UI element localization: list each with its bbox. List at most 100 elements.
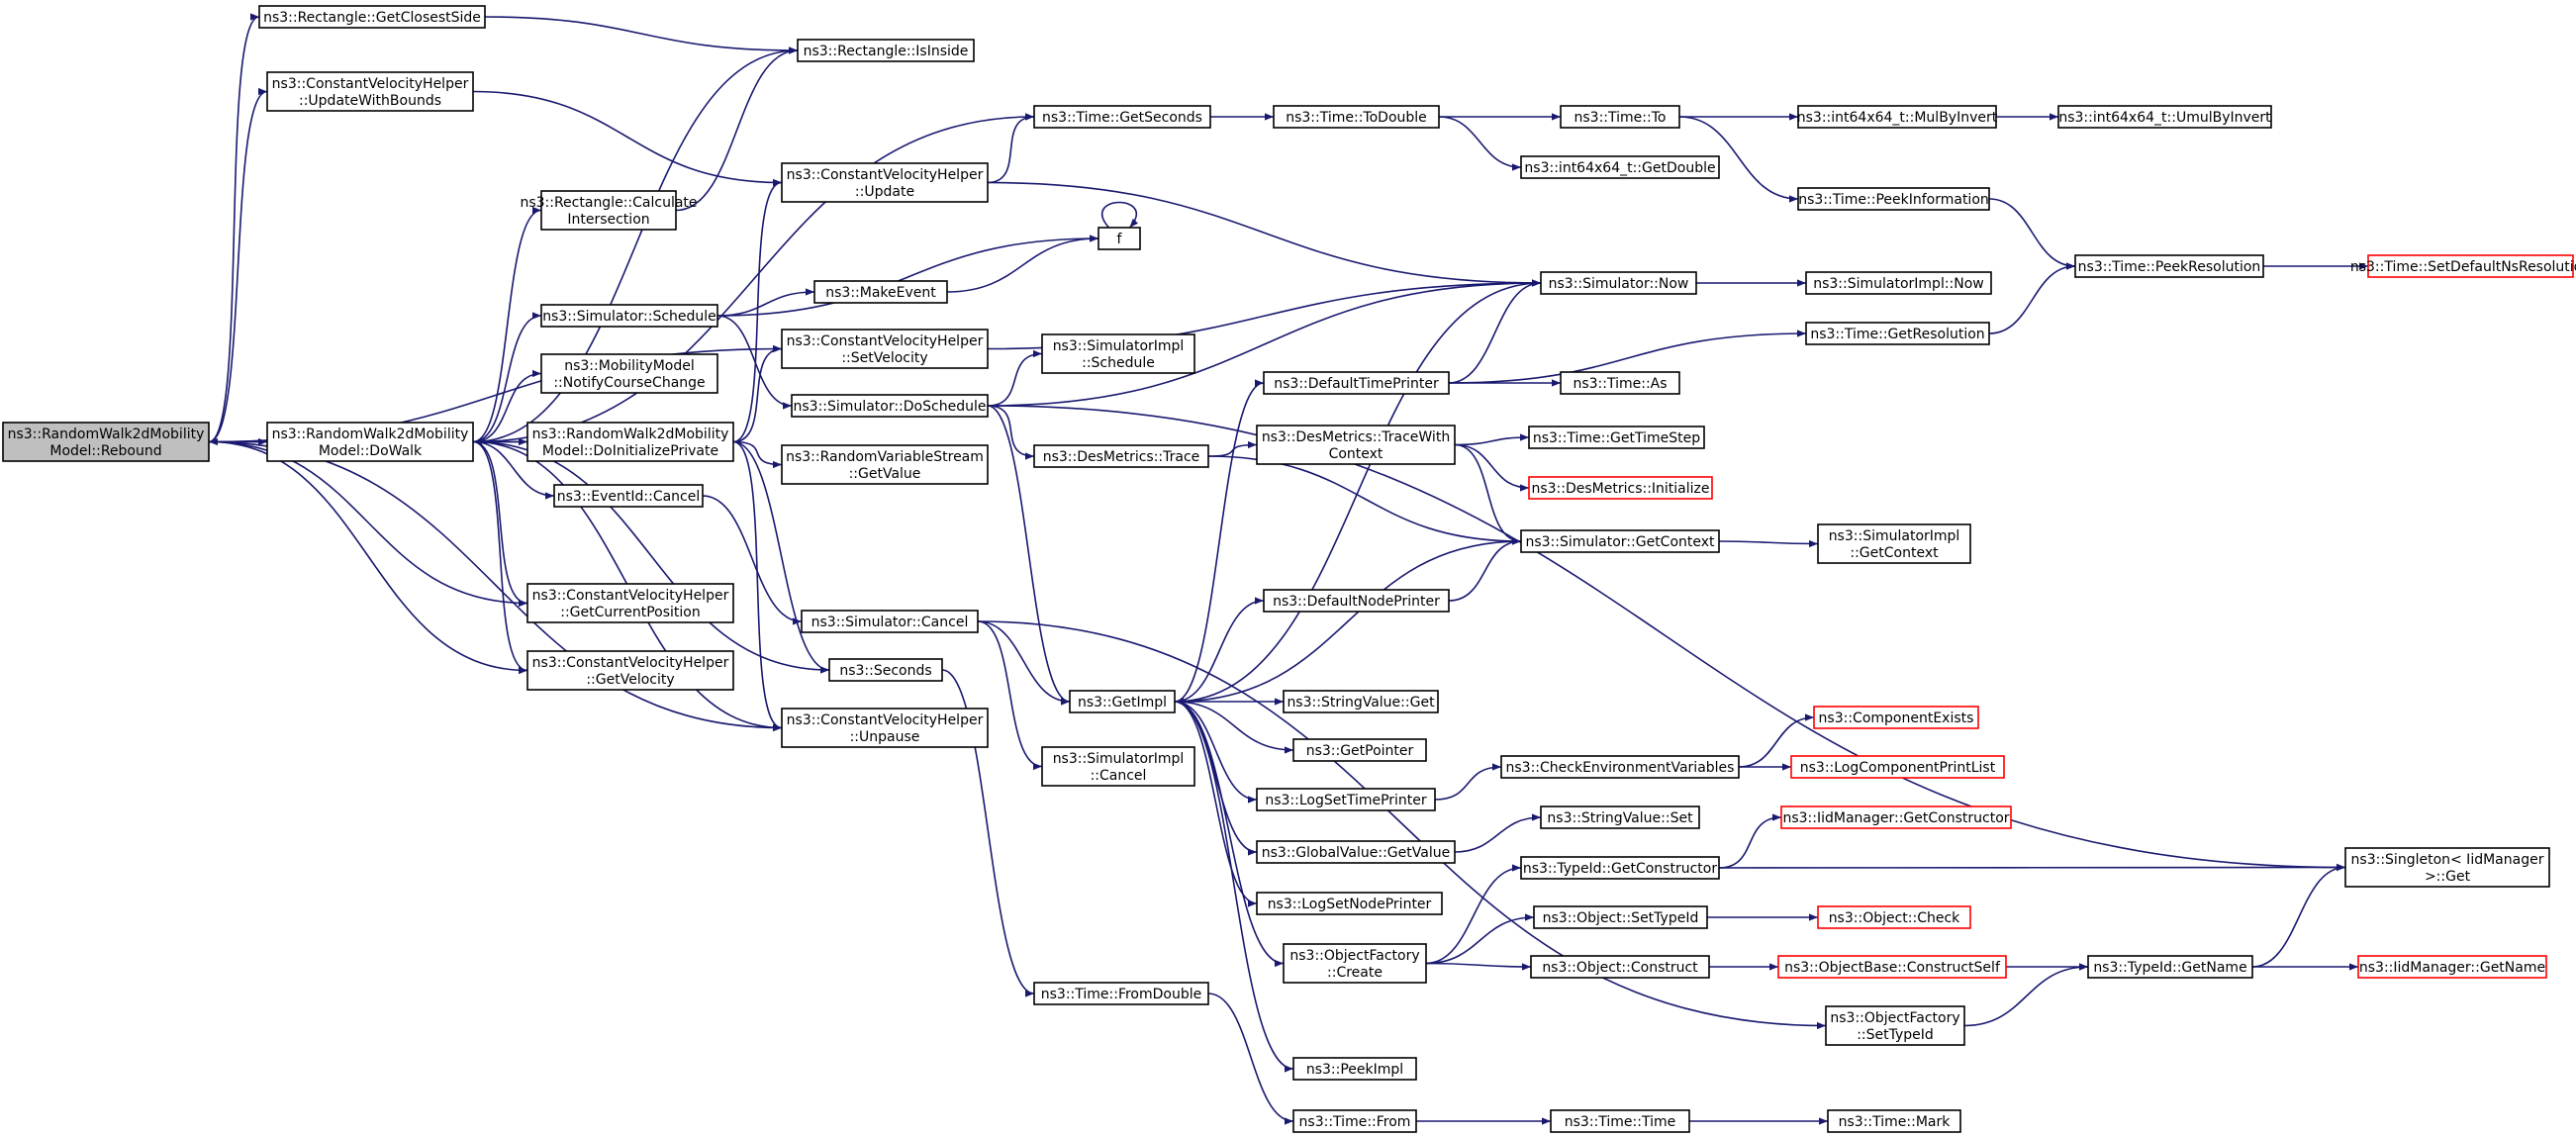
- node-box: [1256, 892, 1443, 915]
- node-stringvalue-get[interactable]: ns3::StringValue::Get: [1283, 690, 1439, 713]
- node-stringvalue-set[interactable]: ns3::StringValue::Set: [1540, 805, 1700, 829]
- node-iidmgr-getctor[interactable]: ns3::IidManager::GetConstructor: [1780, 805, 2012, 829]
- edge: [1448, 330, 1807, 384]
- node-int64-umulbyinvert[interactable]: ns3::int64x64_t::UmulByInvert: [2057, 105, 2272, 129]
- node-getimpl[interactable]: ns3::GetImpl: [1069, 690, 1176, 713]
- node-simimpl-getcontext[interactable]: ns3::SimulatorImpl::GetContext: [1817, 523, 1971, 564]
- node-notifycourse[interactable]: ns3::MobilityModel::NotifyCourseChange: [540, 353, 718, 394]
- node-box: [266, 71, 474, 112]
- node-desmetrics-trace[interactable]: ns3::DesMetrics::Trace: [1033, 444, 1209, 468]
- node-objectfactory-settypeid[interactable]: ns3::ObjectFactory::SetTypeId: [1825, 1005, 1965, 1046]
- node-isinside[interactable]: ns3::Rectangle::IsInside: [797, 39, 975, 62]
- node-time-todouble[interactable]: ns3::Time::ToDouble: [1273, 105, 1440, 129]
- edge: [1988, 198, 2076, 270]
- node-time-gettimestep[interactable]: ns3::Time::GetTimeStep: [1528, 426, 1705, 449]
- node-box: [1256, 425, 1456, 465]
- node-object-settypeid[interactable]: ns3::Object::SetTypeId: [1533, 905, 1708, 929]
- node-time-as[interactable]: ns3::Time::As: [1560, 371, 1680, 395]
- edge-objectfactory-create-to-typeid-getctor: [1425, 864, 1522, 965]
- edge: [987, 405, 1071, 706]
- edge-sim-getcontext-to-simimpl-getcontext: [1718, 539, 1819, 548]
- edge-dowalk-to-calcintersection: [472, 206, 542, 443]
- node-logsetnodeprinter[interactable]: ns3::LogSetNodePrinter: [1256, 892, 1443, 915]
- node-rvs-getvalue[interactable]: ns3::RandomVariableStream::GetValue: [781, 444, 989, 485]
- node-time-getresolution[interactable]: ns3::Time::GetResolution: [1805, 322, 1990, 345]
- node-label: Context: [1329, 446, 1383, 462]
- node-box: [801, 610, 979, 633]
- node-iidmgr-getname[interactable]: ns3::IidManager::GetName: [2357, 955, 2547, 979]
- node-box: [1041, 333, 1195, 374]
- edge-time-fromdouble-to-time-from: [1207, 993, 1294, 1125]
- node-box: [2344, 847, 2550, 888]
- node-sim-now[interactable]: ns3::Simulator::Now: [1540, 271, 1697, 295]
- node-box: [1817, 905, 1971, 929]
- node-logcompprintlist[interactable]: ns3::LogComponentPrintList: [1790, 755, 2005, 779]
- node-globalvalue-getvalue[interactable]: ns3::GlobalValue::GetValue: [1256, 840, 1456, 864]
- node-cvh-update[interactable]: ns3::ConstantVelocityHelper::Update: [781, 162, 989, 203]
- node-label: ns3::LogComponentPrintList: [1800, 760, 1996, 776]
- node-typeid-getctor[interactable]: ns3::TypeId::GetConstructor: [1520, 856, 1720, 880]
- node-time-mark[interactable]: ns3::Time::Mark: [1827, 1109, 1961, 1133]
- node-simimpl-cancel[interactable]: ns3::SimulatorImpl::Cancel: [1041, 746, 1195, 787]
- node-doinitprivate[interactable]: ns3::RandomWalk2dMobilityModel::DoInitia…: [526, 422, 734, 462]
- node-int64-mulbyinvert[interactable]: ns3::int64x64_t::MulByInvert: [1797, 105, 1998, 129]
- node-cvh-unpause[interactable]: ns3::ConstantVelocityHelper::Unpause: [781, 708, 989, 748]
- node-label: ns3::Object::SetTypeId: [1543, 910, 1699, 926]
- node-box: [1292, 738, 1427, 762]
- node-getclosestside[interactable]: ns3::Rectangle::GetClosestSide: [258, 5, 486, 29]
- node-cvh-getpos[interactable]: ns3::ConstantVelocityHelper::GetCurrentP…: [526, 583, 734, 623]
- node-object-construct[interactable]: ns3::Object::Construct: [1530, 955, 1710, 979]
- node-typeid-getname[interactable]: ns3::TypeId::GetName: [2087, 955, 2253, 979]
- node-sim-schedule[interactable]: ns3::Simulator::Schedule: [540, 304, 718, 328]
- node-sim-getcontext[interactable]: ns3::Simulator::GetContext: [1520, 529, 1720, 553]
- node-peekimpl[interactable]: ns3::PeekImpl: [1292, 1057, 1417, 1081]
- node-sim-cancel[interactable]: ns3::Simulator::Cancel: [801, 610, 979, 633]
- node-time-time[interactable]: ns3::Time::Time: [1550, 1109, 1690, 1133]
- edge: [987, 113, 1035, 184]
- node-eventid-cancel[interactable]: ns3::EventId::Cancel: [553, 484, 704, 508]
- edge: [208, 13, 260, 443]
- node-desmetrics-init[interactable]: ns3::DesMetrics::Initialize: [1528, 476, 1713, 500]
- node-defaultnodeprinter[interactable]: ns3::DefaultNodePrinter: [1263, 589, 1450, 613]
- node-time-to[interactable]: ns3::Time::To: [1560, 105, 1680, 129]
- edge: [1718, 539, 1819, 548]
- node-cvh-updatebounds[interactable]: ns3::ConstantVelocityHelper::UpdateWithB…: [266, 71, 474, 112]
- node-object-check[interactable]: ns3::Object::Check: [1817, 905, 1971, 929]
- node-label: ns3::RandomWalk2dMobility: [272, 426, 469, 442]
- node-componentexists[interactable]: ns3::ComponentExists: [1813, 706, 1979, 729]
- node-time-peekinfo[interactable]: ns3::Time::PeekInformation: [1797, 187, 1990, 211]
- node-f[interactable]: f: [1097, 227, 1141, 250]
- edge-getclosestside-to-isinside: [484, 16, 799, 54]
- node-label: Model::Rebound: [49, 443, 161, 459]
- node-objectfactory-create[interactable]: ns3::ObjectFactory::Create: [1283, 943, 1427, 984]
- node-box: [1283, 943, 1427, 984]
- node-getpointer[interactable]: ns3::GetPointer: [1292, 738, 1427, 762]
- node-label: ns3::Rectangle::IsInside: [804, 44, 969, 59]
- node-objectbase-constructself[interactable]: ns3::ObjectBase::ConstructSelf: [1777, 955, 2007, 979]
- edge: [702, 495, 803, 625]
- node-time-setdefaultns[interactable]: ns3::Time::SetDefaultNsResolution: [2350, 254, 2576, 278]
- node-time-fromdouble[interactable]: ns3::Time::FromDouble: [1033, 982, 1209, 1005]
- node-sim-doschedule[interactable]: ns3::Simulator::DoSchedule: [791, 394, 989, 418]
- node-simimpl-now[interactable]: ns3::SimulatorImpl::Now: [1805, 271, 1992, 295]
- node-time-getseconds[interactable]: ns3::Time::GetSeconds: [1033, 105, 1211, 129]
- node-checkenvvars[interactable]: ns3::CheckEnvironmentVariables: [1500, 755, 1740, 779]
- node-label: ns3::Seconds: [839, 663, 931, 679]
- edge-getimpl-to-peekimpl: [1174, 701, 1294, 1073]
- node-cvh-getvel[interactable]: ns3::ConstantVelocityHelper::GetVelocity: [526, 650, 734, 691]
- node-label: Model::DoInitializePrivate: [542, 443, 718, 459]
- node-seconds[interactable]: ns3::Seconds: [828, 658, 943, 682]
- node-box: [1263, 371, 1450, 395]
- node-makeevent[interactable]: ns3::MakeEvent: [813, 280, 948, 304]
- node-logsettimeprinter[interactable]: ns3::LogSetTimePrinter: [1256, 788, 1436, 811]
- node-time-peekresolution[interactable]: ns3::Time::PeekResolution: [2074, 254, 2264, 278]
- node-int64-getdouble[interactable]: ns3::int64x64_t::GetDouble: [1520, 155, 1720, 179]
- node-simimpl-schedule[interactable]: ns3::SimulatorImpl::Schedule: [1041, 333, 1195, 374]
- node-cvh-setvelocity[interactable]: ns3::ConstantVelocityHelper::SetVelocity: [781, 329, 989, 369]
- node-time-from[interactable]: ns3::Time::From: [1292, 1109, 1417, 1133]
- node-defaulttimeprinter[interactable]: ns3::DefaultTimePrinter: [1263, 371, 1450, 395]
- node-singleton-get[interactable]: ns3::Singleton< IidManager>::Get: [2344, 847, 2550, 888]
